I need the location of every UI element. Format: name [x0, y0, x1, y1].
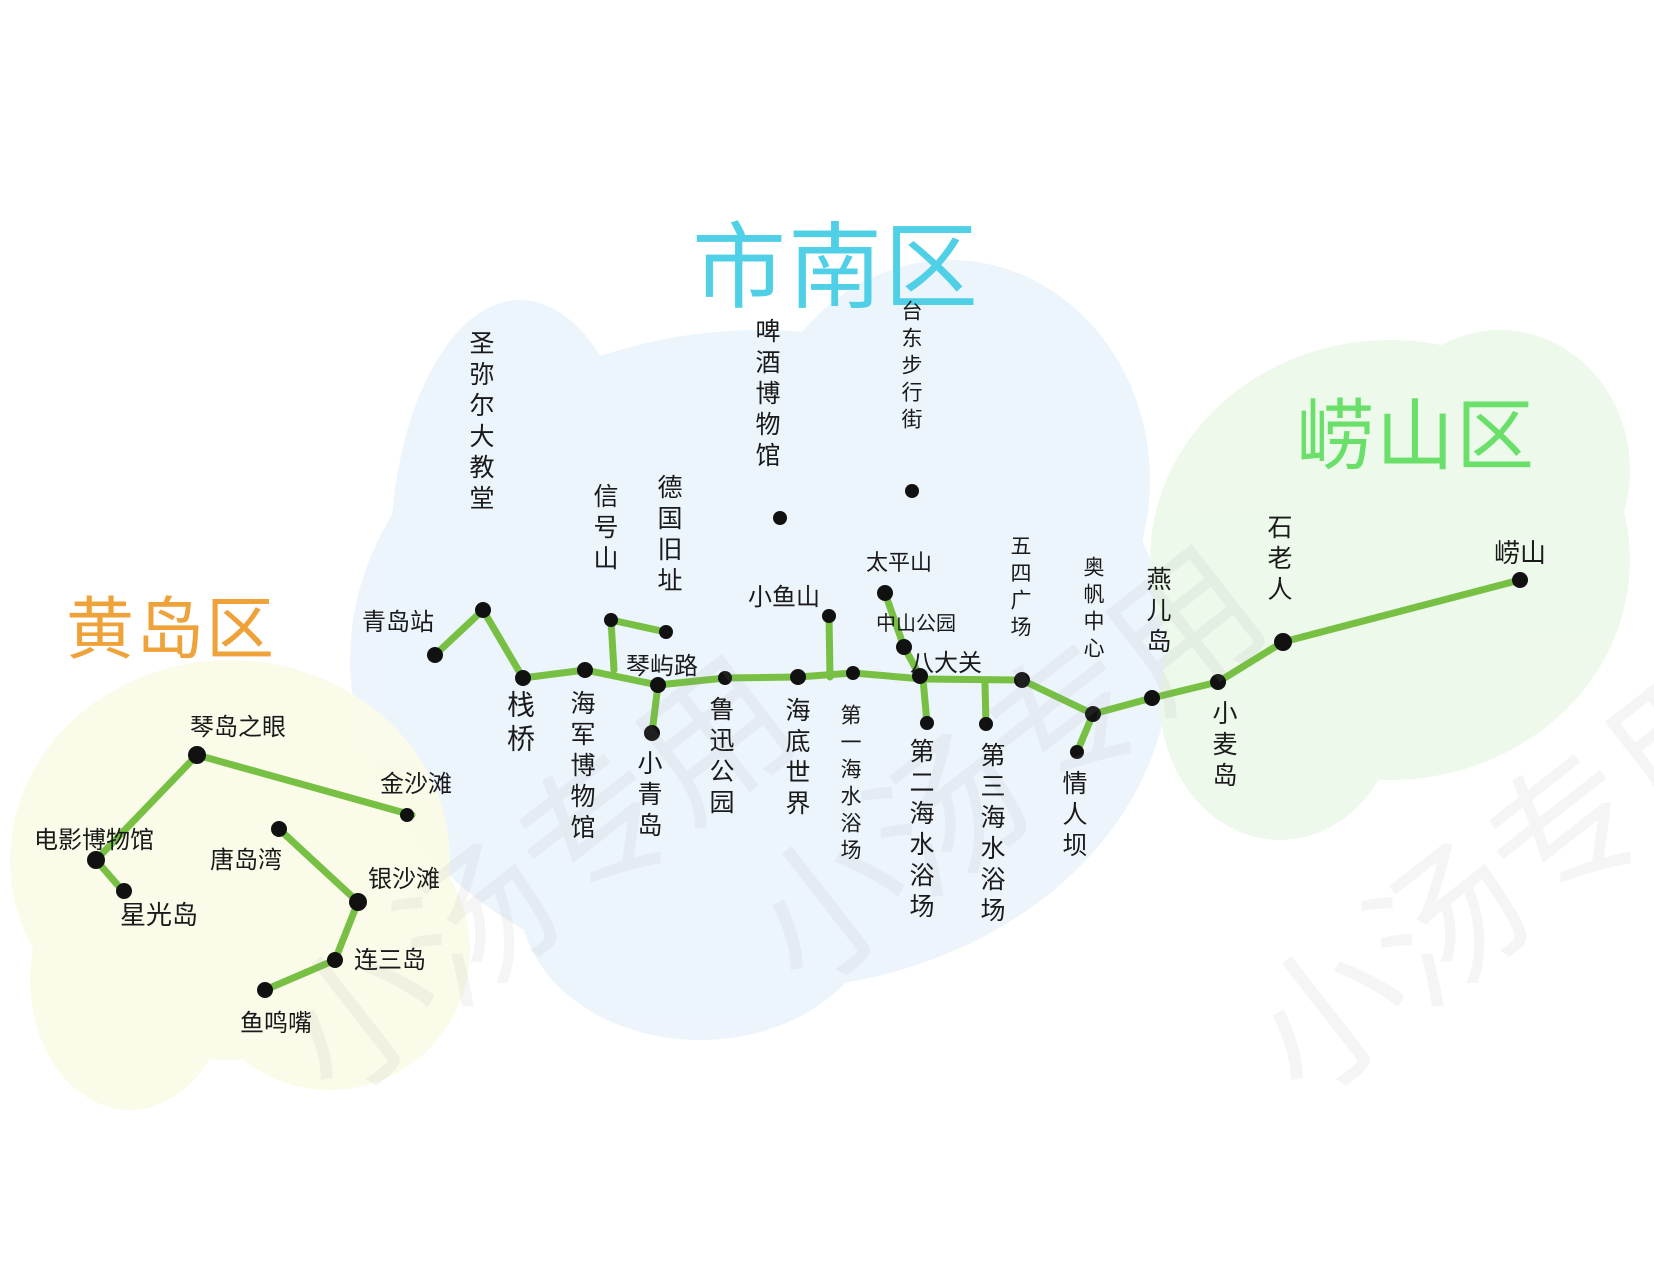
station-dot-di2 — [920, 716, 934, 730]
station-dot-qindao — [188, 746, 206, 764]
station-dot-shilaoren — [1274, 633, 1292, 651]
station-dot-xiaoyushan — [822, 609, 836, 623]
station-label-di2: 第二海水浴场 — [906, 738, 935, 924]
station-dot-dianying — [87, 851, 105, 869]
station-label-xiaoqingdao: 小青岛 — [634, 750, 663, 843]
shinan-area — [350, 260, 1170, 1040]
station-dot-aofan — [1085, 706, 1101, 722]
station-dot-xiaomai — [1210, 674, 1226, 690]
station-label-taipingshan: 太平山 — [866, 551, 933, 576]
station-dot-shengmier — [475, 602, 491, 618]
station-label-qingdao-zhan: 青岛站 — [362, 608, 434, 636]
station-label-zhongshan: 中山公园 — [876, 611, 956, 635]
huangdao-line-b — [261, 825, 362, 994]
station-dot-haidi — [790, 669, 806, 685]
station-dot-jinshatan — [400, 808, 414, 822]
xinhaoshan-branch-line — [607, 616, 618, 674]
station-dot-yaner — [1144, 690, 1160, 706]
station-label-di3: 第三海水浴场 — [977, 742, 1006, 928]
station-dot-wusi — [1014, 672, 1030, 688]
district-title-huangdao: 黄岛区 — [66, 591, 277, 670]
deguo-branch-line — [607, 616, 670, 636]
station-dot-xingguang — [116, 883, 132, 899]
station-label-shilaoren: 石老人 — [1264, 514, 1293, 607]
station-dot-haijun — [577, 662, 593, 678]
station-label-xiaomai: 小麦岛 — [1209, 700, 1238, 793]
station-label-jinshatan: 金沙滩 — [380, 770, 452, 798]
station-label-xinhaoshan: 信号山 — [590, 483, 619, 576]
station-dot-badaguan — [912, 668, 928, 684]
station-dot-laoshan — [1512, 572, 1528, 588]
station-label-aofan: 奥帆中心 — [1081, 556, 1105, 664]
station-label-qinyu: 琴屿路 — [626, 652, 698, 680]
station-label-laoshan: 崂山 — [1494, 539, 1547, 569]
station-dot-taidong — [905, 484, 919, 498]
xiaoyushan-branch-line — [825, 612, 834, 681]
station-label-shengmier: 圣弥尔大教堂 — [466, 330, 495, 516]
station-dot-tangdaowan — [271, 821, 287, 837]
station-label-tangdaowan: 唐岛湾 — [210, 846, 282, 874]
station-dot-yuming — [257, 982, 273, 998]
station-dot-taipingshan — [877, 585, 893, 601]
station-dot-di3 — [979, 717, 993, 731]
station-label-qindao: 琴岛之眼 — [190, 713, 286, 741]
district-title-shinan: 市南区 — [692, 214, 981, 323]
station-dot-zhanqiao — [515, 670, 531, 686]
station-dot-qingdao-zhan — [427, 647, 443, 663]
station-dot-xinhaoshan — [604, 613, 618, 627]
station-dot-luxun — [718, 671, 732, 685]
station-label-taidong: 台东步行街 — [899, 300, 923, 435]
station-label-yinshatan: 银沙滩 — [368, 865, 440, 893]
station-dot-liansan — [327, 952, 343, 968]
xiaoqingdao-branch-line — [648, 681, 662, 737]
station-label-xingguang: 星光岛 — [120, 901, 199, 931]
station-dot-qingrenba — [1070, 745, 1084, 759]
station-label-yaner: 燕儿岛 — [1143, 566, 1172, 659]
district-areas — [10, 260, 1630, 1110]
station-label-luxun: 鲁迅公园 — [706, 696, 735, 820]
di2-branch-line — [919, 675, 931, 727]
district-title-laoshan: 崂山区 — [1296, 392, 1537, 482]
station-label-qingrenba: 情人坝 — [1059, 770, 1088, 863]
station-dot-deguo — [659, 625, 673, 639]
laoshan-area — [1150, 330, 1630, 840]
station-label-liansan: 连三岛 — [354, 946, 426, 974]
station-label-deguo: 德国旧址 — [654, 474, 683, 598]
station-label-haidi: 海底世界 — [782, 697, 811, 821]
station-label-dianying: 电影博物馆 — [34, 826, 154, 854]
station-label-wusi: 五四广场 — [1008, 535, 1032, 643]
huangdao-line-a — [92, 751, 416, 894]
station-label-yuming: 鱼鸣嘴 — [240, 1009, 312, 1037]
station-label-zhanqiao: 栈桥 — [503, 690, 536, 758]
station-dot-yinshatan — [349, 893, 367, 911]
station-label-pijiu: 啤酒博物馆 — [752, 318, 781, 473]
station-dot-xiaoqingdao — [644, 725, 660, 741]
station-label-haijun: 海军博物馆 — [567, 690, 596, 845]
station-dot-pijiu — [773, 511, 787, 525]
station-label-xiaoyushan: 小鱼山 — [748, 583, 820, 611]
station-dot-qinyu — [650, 677, 666, 693]
station-dot-zhongshan — [896, 639, 912, 655]
station-label-di1: 第一海水浴场 — [838, 704, 862, 866]
station-label-badaguan: 八大关 — [910, 649, 982, 677]
station-dots — [87, 484, 1528, 998]
station-dot-di1 — [846, 666, 860, 680]
